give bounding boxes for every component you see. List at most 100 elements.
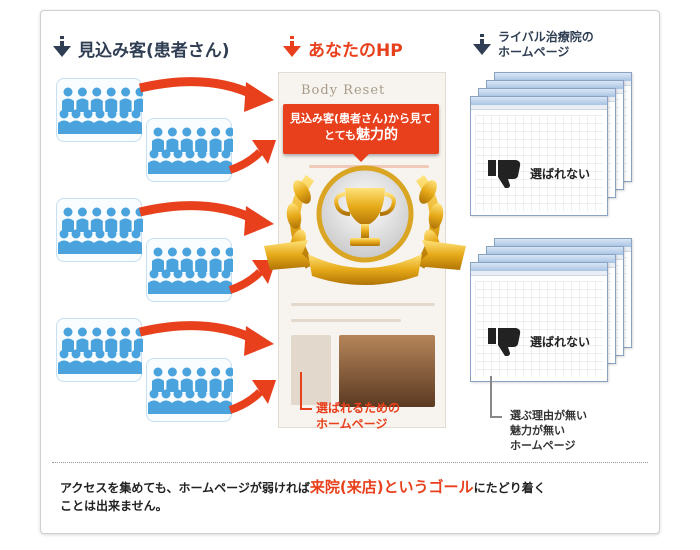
person-body <box>148 400 160 414</box>
footer-message: アクセスを集めても、ホームページが弱ければ来院(来店)というゴールにたどり着く … <box>60 478 650 515</box>
person-head <box>119 109 129 119</box>
person-head <box>95 109 105 119</box>
banner-line2-highlight: 魅力的 <box>356 127 399 143</box>
person-head <box>119 229 129 239</box>
person-head <box>173 269 183 279</box>
person-body <box>130 240 142 254</box>
trophy-icon <box>264 165 466 285</box>
person-head <box>106 87 116 97</box>
person-body <box>180 378 193 392</box>
people-crowd-icon <box>56 198 143 262</box>
person-head <box>209 149 219 159</box>
header-your-hp-label: あなたのHP <box>308 41 403 61</box>
person-body <box>166 378 179 392</box>
hp-staff-photo <box>339 335 435 407</box>
person-head <box>197 269 207 279</box>
person-body <box>94 120 106 134</box>
person-body <box>76 218 89 232</box>
header-rivals-line1: ライバル治療院の <box>498 30 594 44</box>
person-body <box>82 120 94 134</box>
person-head <box>121 207 131 217</box>
person-head <box>221 389 231 399</box>
person-body <box>224 378 233 392</box>
person-body <box>106 360 118 374</box>
person-head <box>77 327 87 337</box>
down-arrow-icon <box>53 36 71 57</box>
person-head <box>71 229 81 239</box>
person-body <box>105 218 118 232</box>
person-body <box>105 98 118 112</box>
person-body <box>148 280 160 294</box>
person-body <box>119 218 132 232</box>
person-head <box>59 109 69 119</box>
not-chosen-text-2: 選ばれない <box>530 334 591 349</box>
divider <box>52 462 648 463</box>
person-body <box>105 338 118 352</box>
person-head <box>92 87 102 97</box>
chosen-caption-line1: 選ばれるための <box>316 401 401 415</box>
not-chosen-text-1: 選ばれない <box>530 166 591 181</box>
thumbs-down-icon <box>488 160 521 188</box>
person-head <box>225 367 233 377</box>
person-head <box>131 349 141 359</box>
rival-window <box>470 96 608 216</box>
person-body <box>195 258 208 272</box>
people-crowd-icon <box>146 118 233 182</box>
hp-side-column <box>291 335 331 405</box>
people-crowd-icon <box>56 78 143 142</box>
red-curved-arrow-icon <box>228 380 276 414</box>
person-body <box>134 98 143 112</box>
not-chosen-label-2: 選ばれない <box>488 326 590 356</box>
person-head <box>182 367 192 377</box>
person-body <box>220 400 232 414</box>
person-body <box>209 138 222 152</box>
person-body <box>196 400 208 414</box>
person-body <box>148 160 160 174</box>
person-head <box>149 149 159 159</box>
red-curved-arrow-icon <box>228 140 276 174</box>
person-body <box>94 360 106 374</box>
person-body <box>160 280 172 294</box>
person-body <box>94 240 106 254</box>
person-body <box>184 280 196 294</box>
person-body <box>180 258 193 272</box>
person-head <box>185 269 195 279</box>
person-body <box>184 160 196 174</box>
person-body <box>70 360 82 374</box>
person-body <box>166 258 179 272</box>
person-body <box>224 138 233 152</box>
person-head <box>161 269 171 279</box>
banner-line2-prefix: とても <box>323 129 357 142</box>
person-head <box>161 389 171 399</box>
person-body <box>209 258 222 272</box>
attractive-banner: 見込み客(患者さん)から見て とても魅力的 <box>283 104 439 162</box>
person-head <box>83 349 93 359</box>
person-head <box>196 127 206 137</box>
person-head <box>185 149 195 159</box>
person-body <box>119 98 132 112</box>
person-head <box>63 207 73 217</box>
person-head <box>211 247 221 257</box>
person-body <box>196 160 208 174</box>
person-body <box>82 360 94 374</box>
rival-caption: 選ぶ理由が無い 魅力が無い ホームページ <box>490 376 587 453</box>
person-body <box>172 280 184 294</box>
person-head <box>153 127 163 137</box>
chosen-caption-line2: ホームページ <box>316 417 388 431</box>
person-head <box>182 127 192 137</box>
person-body <box>224 258 233 272</box>
header-rivals-line2: ホームページ <box>498 45 570 59</box>
person-head <box>221 149 231 159</box>
person-body <box>208 160 220 174</box>
rival-caption-line2: 魅力が無い <box>510 424 565 437</box>
person-head <box>211 127 221 137</box>
person-body <box>62 98 74 112</box>
person-head <box>197 389 207 399</box>
person-head <box>121 327 131 337</box>
red-curved-arrow-icon <box>138 201 274 236</box>
person-body <box>106 120 118 134</box>
person-body <box>118 360 130 374</box>
person-body <box>134 338 143 352</box>
person-body <box>118 240 130 254</box>
person-head <box>59 229 69 239</box>
